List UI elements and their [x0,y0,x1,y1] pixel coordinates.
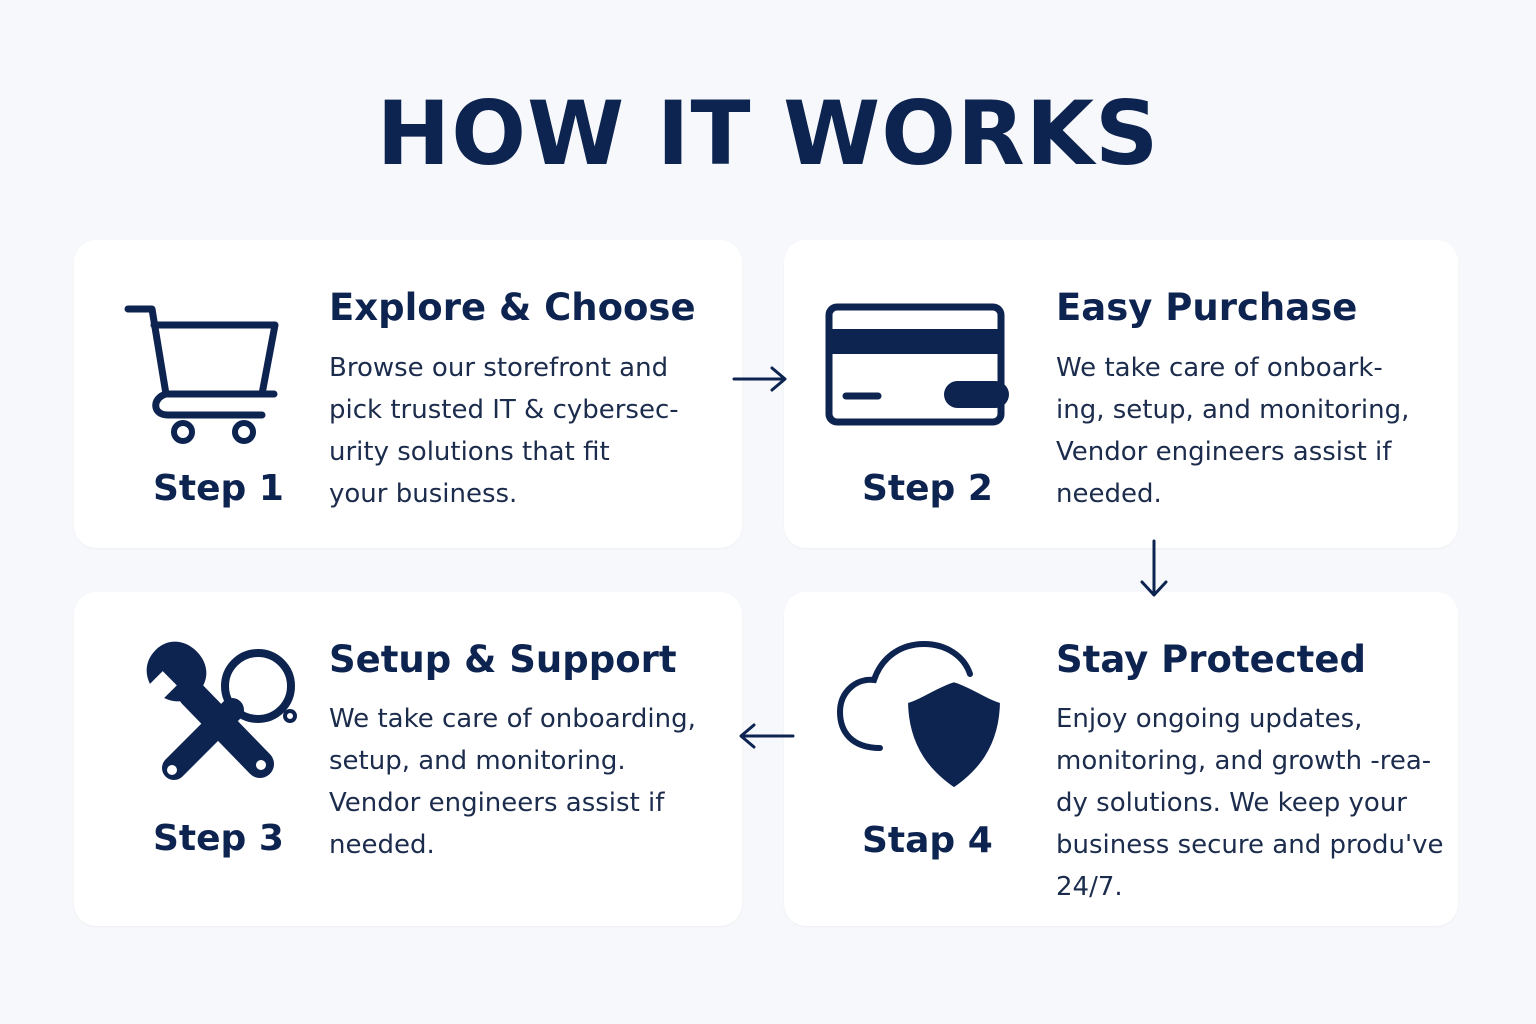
arrow-right-icon [732,366,787,392]
wrench-magnifier-icon [146,641,297,780]
description-line: setup, and monitoring. [329,746,626,776]
description-line: your business. [329,479,518,509]
step-title: Explore & Choose [329,286,696,329]
step-title: Stay Protected [1056,638,1366,681]
step-description: Enjoy ongoing updates, monitoring, and g… [1056,698,1444,908]
description-line: pick trusted IT & cybersec- [329,395,679,425]
step-label: Stap 4 [862,820,993,861]
step-description: We take care of onboark- ing, setup, and… [1056,347,1409,515]
step-card-4: Stap 4 Stay Protected Enjoy ongoing upda… [784,592,1458,926]
cloud-shield-icon [836,640,1008,795]
shopping-cart-icon [124,305,279,444]
step-card-2: Step 2 Easy Purchase We take care of onb… [784,240,1458,548]
step-description: Browse our storefront and pick trusted I… [329,347,679,515]
step-label: Step 1 [153,468,284,509]
step-label: Step 2 [862,468,993,509]
description-line: urity solutions that fit [329,437,610,467]
description-line: Browse our storefront and [329,353,669,383]
description-line: business secure and produ've [1056,830,1444,860]
description-line: Vendor engineers assist if [329,788,665,818]
step-card-3: Step 3 Setup & Support We take care of o… [74,592,742,926]
step-description: We take care of onboarding, setup, and m… [329,698,696,866]
step-label: Step 3 [153,818,284,859]
step-card-1: Step 1 Explore & Choose Browse our store… [74,240,742,548]
description-line: We take care of onboark- [1056,353,1383,383]
description-line: Vendor engineers assist if [1056,437,1392,467]
description-line: monitoring, and growth -rea- [1056,746,1432,776]
arrow-left-icon [739,723,795,749]
description-line: 24/7. [1056,872,1123,902]
page-title: HOW IT WORKS [376,82,1160,185]
description-line: needed. [329,830,435,860]
step-title: Setup & Support [329,638,677,681]
description-line: needed. [1056,479,1162,509]
description-line: We take care of onboarding, [329,704,696,734]
description-line: Enjoy ongoing updates, [1056,704,1363,734]
arrow-down-icon [1140,539,1168,597]
description-line: ing, setup, and monitoring, [1056,395,1410,425]
credit-card-icon [825,303,1009,426]
description-line: dy solutions. We keep your [1056,788,1407,818]
step-title: Easy Purchase [1056,286,1358,329]
